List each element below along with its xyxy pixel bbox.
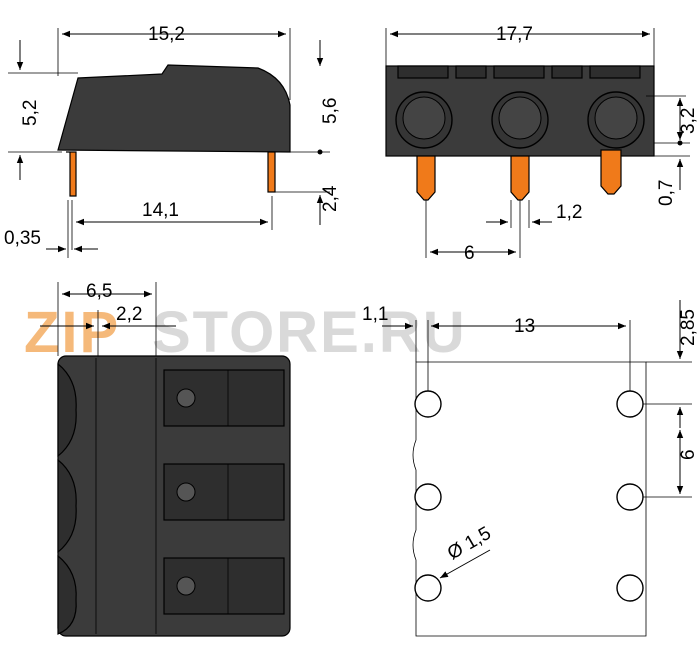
front-view-wire-entries bbox=[395, 91, 645, 149]
dim-side-pin-span: 14,1 bbox=[142, 200, 179, 221]
footprint-hole bbox=[616, 390, 644, 418]
pcb-footprint: 1,1 13 2,85 6 Ø 1,5 bbox=[362, 300, 697, 637]
dim-side-height-right: 5,6 bbox=[320, 98, 341, 124]
footprint-hole bbox=[414, 390, 442, 418]
front-view-pin-1 bbox=[416, 155, 436, 201]
dim-side-pin-length: 2,4 bbox=[320, 185, 341, 212]
front-view: 17,7 3,2 0,7 1,2 6 bbox=[385, 24, 697, 264]
side-view-housing bbox=[57, 64, 291, 153]
dim-footprint-row-span: 13 bbox=[514, 316, 535, 337]
dim-footprint-pitch: 6 bbox=[678, 449, 697, 460]
dim-top-depth: 6,5 bbox=[86, 281, 112, 302]
watermark-zip: ZIP bbox=[24, 300, 120, 365]
dim-side-pin-offset: 0,35 bbox=[4, 228, 41, 249]
dim-front-pin-offset: 0,7 bbox=[656, 180, 677, 206]
footprint-outline bbox=[412, 361, 647, 637]
dim-side-total-width: 15,2 bbox=[148, 24, 185, 45]
dim-footprint-edge-offset: 1,1 bbox=[362, 304, 388, 325]
dim-front-pin-width: 1,2 bbox=[556, 202, 582, 223]
front-view-pin-3 bbox=[600, 149, 622, 195]
side-view-right-pin bbox=[267, 151, 276, 193]
dim-front-hole-height: 3,2 bbox=[678, 108, 697, 134]
dim-footprint-top-offset: 2,85 bbox=[678, 309, 697, 346]
front-view-pin-2 bbox=[510, 155, 530, 201]
side-view: 15,2 5,2 5,6 2,4 14,1 0,35 bbox=[4, 24, 341, 258]
side-view-left-pin bbox=[66, 151, 77, 197]
footprint-hole bbox=[616, 483, 644, 511]
dim-top-button: 2,2 bbox=[116, 304, 142, 325]
dim-front-total-width: 17,7 bbox=[496, 24, 533, 45]
dim-side-height-left: 5,2 bbox=[20, 100, 41, 126]
top-view: 6,5 2,2 bbox=[40, 281, 291, 637]
dim-footprint-hole-diameter: Ø 1,5 bbox=[444, 523, 495, 564]
dim-front-pitch: 6 bbox=[464, 243, 475, 264]
footprint-hole bbox=[616, 574, 644, 602]
watermark: ZIP STORE.RU bbox=[24, 300, 467, 365]
watermark-store: STORE.RU bbox=[152, 300, 467, 365]
front-view-ridges bbox=[397, 65, 641, 79]
footprint-hole bbox=[414, 574, 442, 602]
footprint-hole bbox=[414, 483, 442, 511]
top-view-levers bbox=[163, 369, 285, 615]
